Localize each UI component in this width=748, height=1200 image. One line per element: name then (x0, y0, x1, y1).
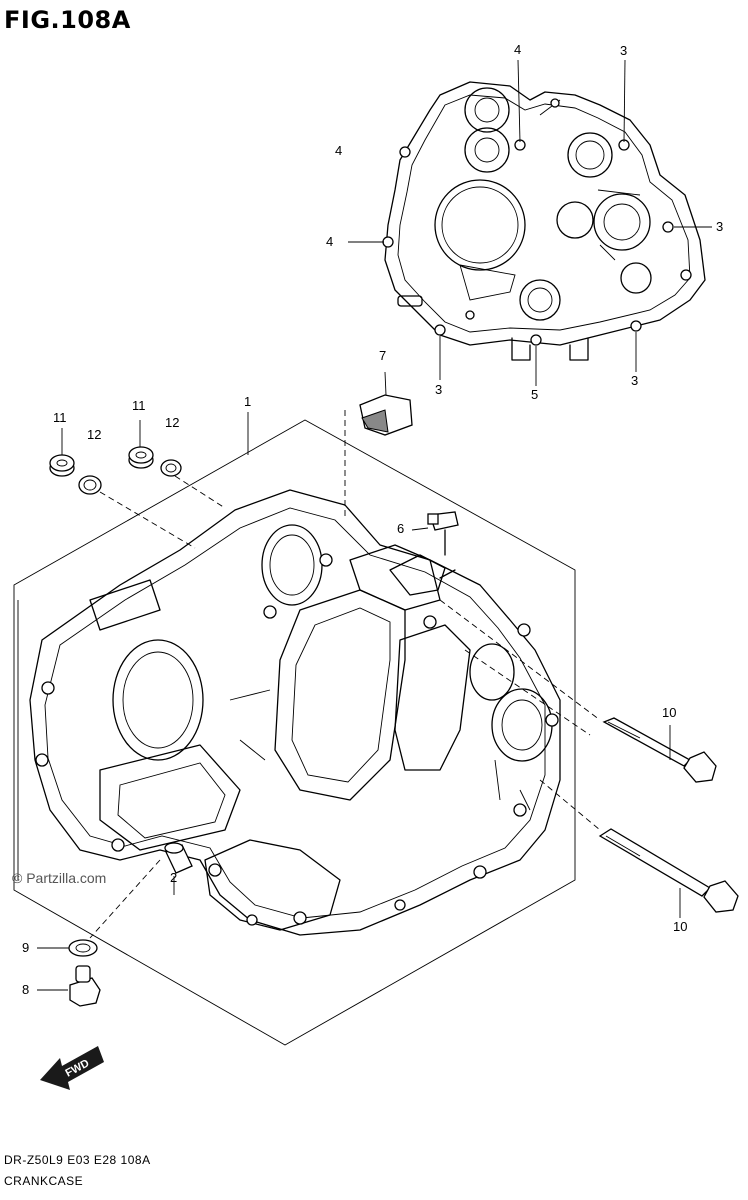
callout-4-top: 4 (514, 42, 522, 57)
callout-12-right: 12 (165, 415, 180, 430)
washers-11-12 (49, 446, 182, 495)
callout-10-lower: 10 (673, 919, 688, 934)
upper-case-half (382, 81, 706, 361)
callout-6: 6 (397, 521, 405, 536)
bolt-10-upper (602, 717, 717, 783)
part-9-gasket (68, 939, 98, 957)
part-7-clip (359, 394, 413, 436)
leader-lines (17, 59, 712, 991)
callout-3-top-right: 3 (620, 43, 628, 58)
bolt-10-lower (598, 828, 739, 913)
model-code: DR-Z50L9 E03 E28 108A (4, 1153, 151, 1167)
callout-12-left: 12 (87, 427, 102, 442)
callout-3-bottom-left: 3 (435, 382, 443, 397)
callout-3-bottom-right: 3 (631, 373, 639, 388)
part-8-drain-plug (69, 965, 101, 1007)
assembly-outline (13, 419, 576, 1046)
callout-1: 1 (244, 394, 252, 409)
figure-title: FIG.108A (4, 6, 131, 34)
main-crankcase (29, 489, 561, 936)
section-name: CRANKCASE (4, 1174, 84, 1188)
callout-11-left: 11 (53, 410, 67, 425)
callout-5: 5 (531, 387, 539, 402)
callout-3-right: 3 (716, 219, 724, 234)
part-6 (427, 511, 459, 579)
callout-10-upper: 10 (662, 705, 677, 720)
callout-2: 2 (170, 870, 178, 885)
callout-9: 9 (22, 940, 30, 955)
callout-7: 7 (379, 348, 387, 363)
callout-4-upper-left: 4 (335, 143, 343, 158)
callout-8: 8 (22, 982, 30, 997)
partzilla-watermark: © Partzilla.com (12, 870, 107, 886)
part-2-dowel (164, 842, 193, 874)
fwd-arrow: FWD (40, 1046, 104, 1090)
callout-4-left: 4 (326, 234, 334, 249)
callout-11-right: 11 (132, 398, 146, 413)
